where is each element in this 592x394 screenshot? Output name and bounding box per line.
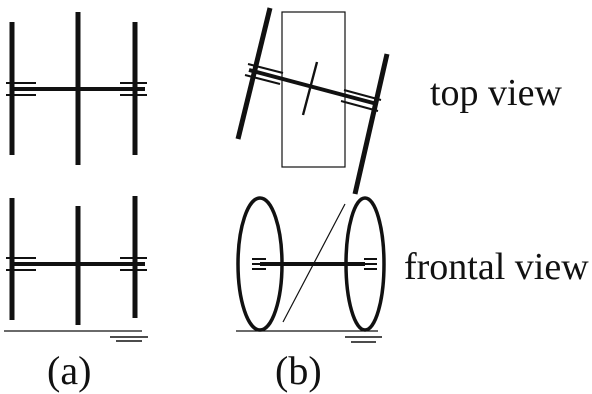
panel-b-top-view [235, 7, 390, 195]
left-bearing [6, 82, 36, 96]
body-frame [281, 11, 346, 168]
top-view-label: top view [430, 72, 562, 114]
right-bearing [120, 257, 147, 271]
left-bearing [244, 63, 284, 85]
panel-a-top-view [6, 12, 147, 165]
panel-b-label: (b) [275, 348, 322, 393]
right-wheel [352, 53, 390, 195]
left-bearing [252, 258, 266, 270]
left-wheel [235, 7, 273, 140]
right-bearing [120, 82, 147, 96]
axle [248, 68, 378, 106]
panel-a-frontal-view [4, 196, 148, 342]
right-bearing [364, 258, 377, 270]
panel-b-frontal-view [236, 196, 386, 343]
ground-symbol [110, 336, 148, 342]
panel-a-label: (a) [47, 348, 91, 393]
right-bearing [340, 89, 382, 112]
frontal-view-label: frontal view [404, 246, 589, 288]
ground-symbol [345, 336, 382, 343]
center-wheel [282, 203, 346, 323]
center-wheel [301, 61, 319, 116]
left-bearing [6, 257, 36, 271]
